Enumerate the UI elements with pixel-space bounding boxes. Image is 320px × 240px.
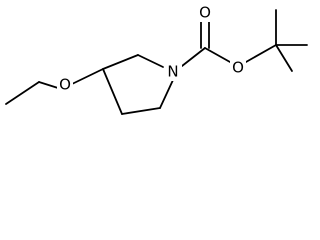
bond-ring-c2-n: [137, 54, 164, 68]
bond-tert-carbon-methyl-down: [275, 44, 293, 72]
bond-ethyl-to-oxygen: [38, 81, 59, 89]
bond-ring-n-c5: [159, 79, 174, 109]
bond-carbonyl-carbon-to-ester-oxygen: [204, 47, 231, 63]
ester-oxygen-label: O: [232, 59, 244, 77]
ring-nitrogen-label: N: [167, 63, 178, 81]
bond-oxygen-to-ring: [71, 68, 104, 85]
bond-ring-c5-c4: [121, 107, 161, 115]
atom-labels: O N O O: [57, 4, 246, 94]
bond-ring-c3-c2: [102, 54, 139, 70]
carbonyl-oxygen-label: O: [199, 4, 211, 22]
bond-ethyl-terminal: [5, 81, 40, 105]
ether-oxygen-background: [57, 75, 73, 94]
molecule-drawing: O N O O: [0, 0, 312, 122]
structure-svg: O N O O: [5, 4, 308, 115]
bond-ring-c4-c3: [102, 68, 123, 115]
ether-oxygen-label: O: [59, 76, 71, 94]
ester-oxygen-background: [230, 58, 246, 77]
carbonyl-oxygen-background: [197, 4, 213, 22]
bond-n-to-carbonyl-carbon: [181, 47, 206, 67]
ring-nitrogen-background: [164, 62, 182, 81]
bonds: [5, 9, 308, 115]
bond-ester-oxygen-to-tert-carbon: [245, 44, 277, 63]
